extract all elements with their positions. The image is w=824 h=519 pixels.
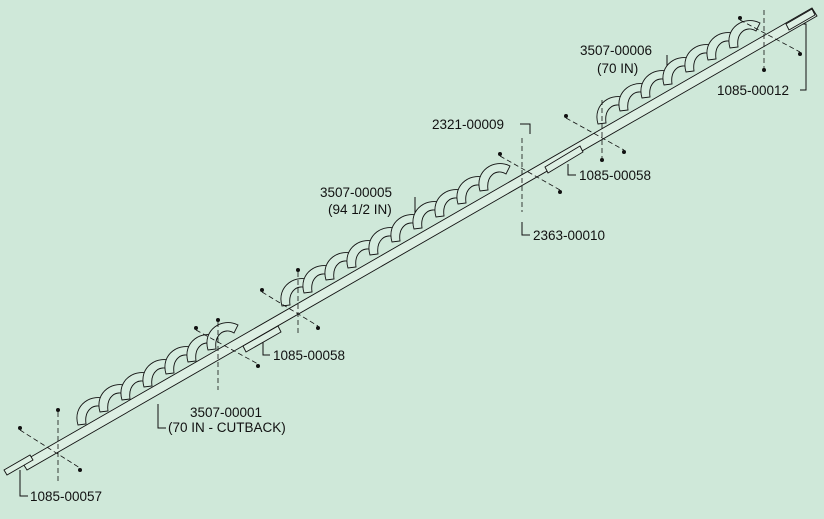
shaft-1085-00012 xyxy=(785,8,816,31)
label-1085-00057: 1085-00057 xyxy=(30,489,102,504)
flights-section-2 xyxy=(280,163,511,307)
label-2321-00009: 2321-00009 xyxy=(432,117,504,132)
label-3507-00005-note: (94 1/2 IN) xyxy=(328,202,392,217)
shaft-1085-00058-a xyxy=(242,325,282,353)
hardware xyxy=(18,10,802,482)
shaft-1085-00057 xyxy=(3,454,34,476)
label-3507-00001: 3507-00001 xyxy=(190,405,262,420)
label-2363-00010: 2363-00010 xyxy=(533,228,605,243)
label-1085-00012: 1085-00012 xyxy=(717,83,789,98)
label-1085-00058-b: 1085-00058 xyxy=(579,168,651,183)
leader-lines xyxy=(19,23,807,497)
label-3507-00001-note: (70 IN - CUTBACK) xyxy=(168,420,286,435)
shaft-1085-00058-b xyxy=(544,145,584,174)
flights-section-3 xyxy=(596,20,761,125)
part-labels: 1085-00057 3507-00001 (70 IN - CUTBACK) … xyxy=(30,43,789,504)
label-3507-00006: 3507-00006 xyxy=(580,43,652,58)
label-3507-00006-note: (70 IN) xyxy=(597,61,638,76)
flights-section-1 xyxy=(76,322,239,426)
label-3507-00005: 3507-00005 xyxy=(320,185,392,200)
auger-tube xyxy=(21,7,818,471)
label-1085-00058-a: 1085-00058 xyxy=(273,348,345,363)
shafts xyxy=(3,8,816,476)
